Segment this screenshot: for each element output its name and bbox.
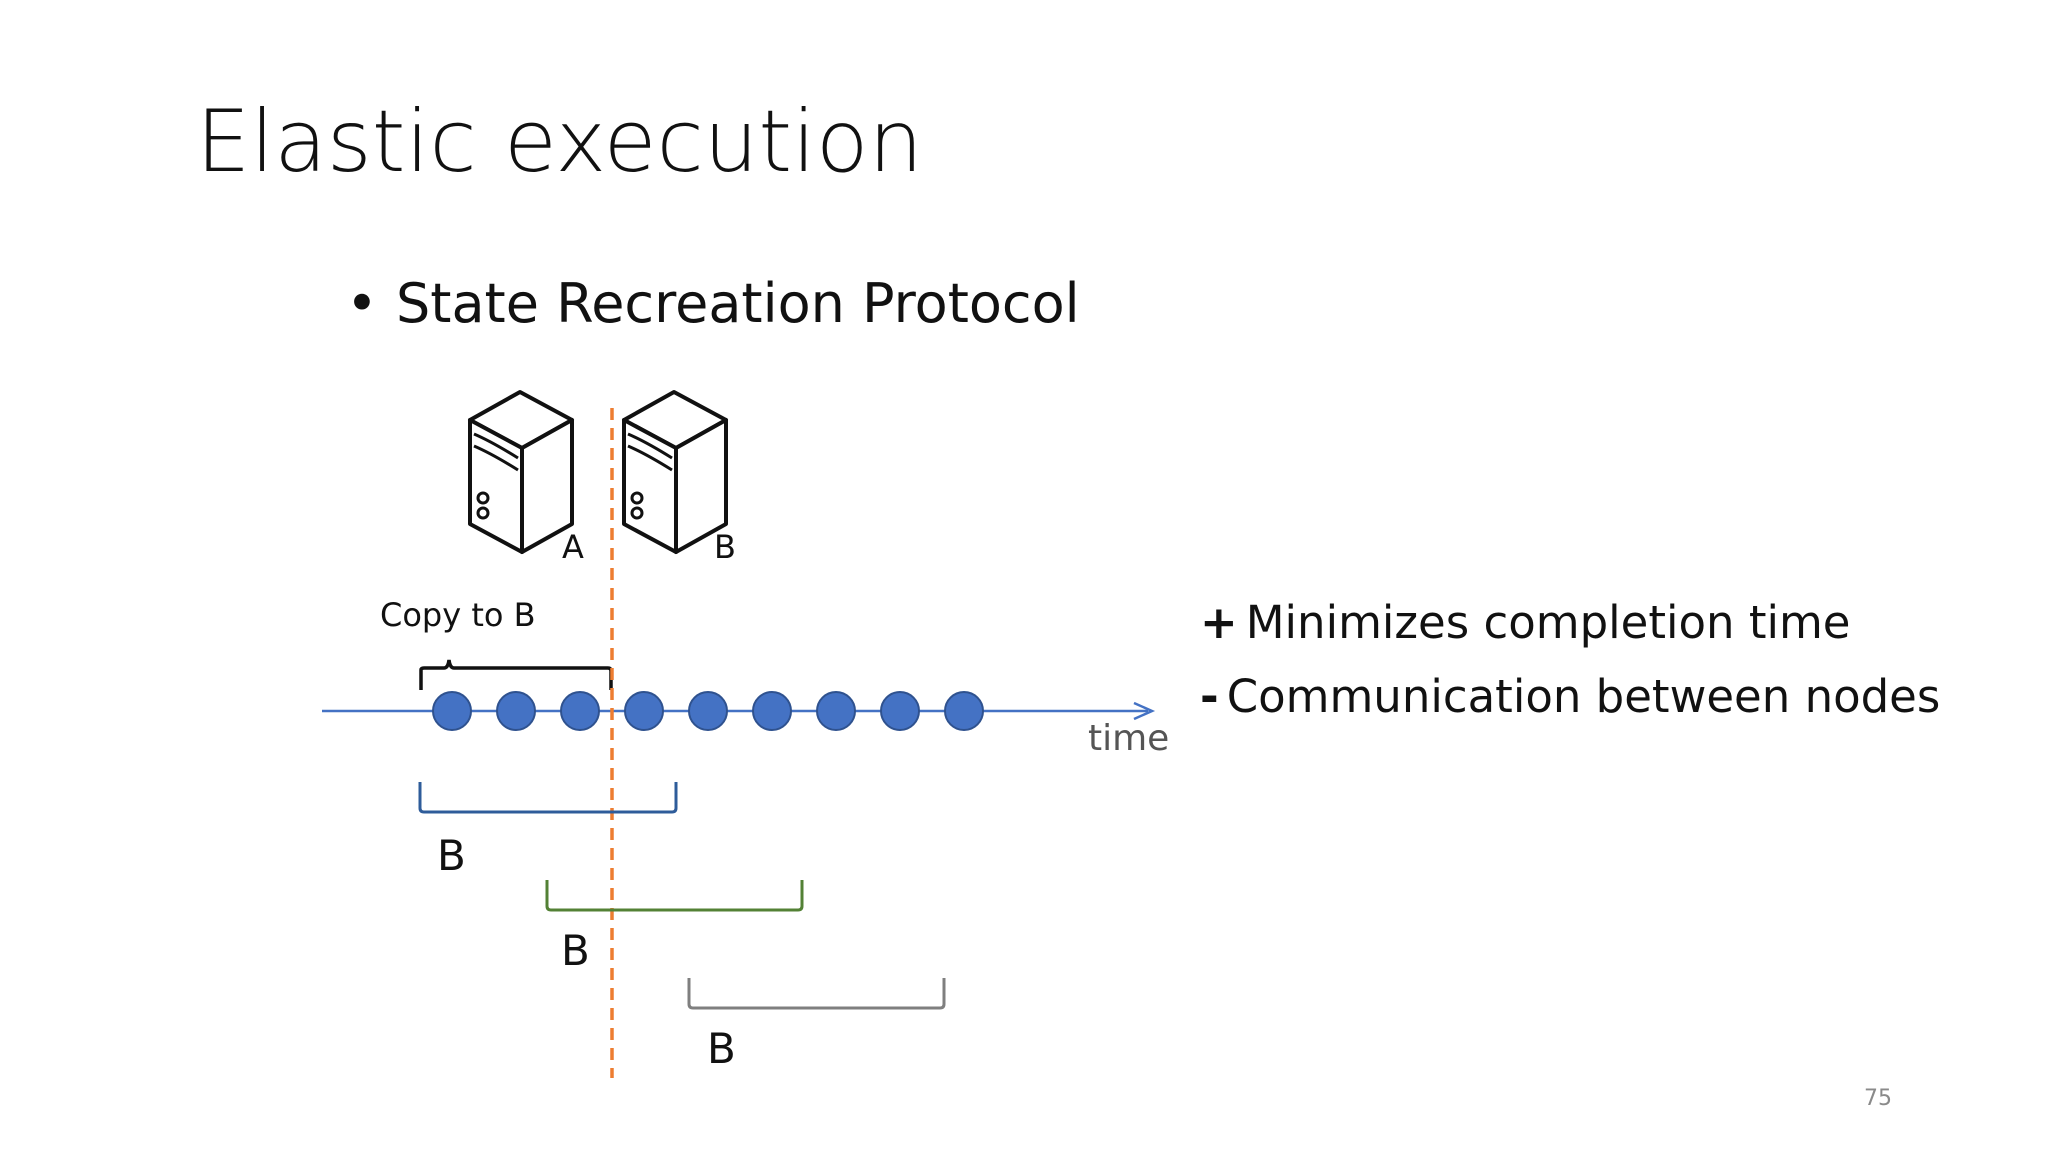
server-icon — [468, 390, 574, 554]
window-bracket-2 — [545, 880, 804, 912]
window-label-3: B — [707, 1024, 736, 1073]
bullet-text: State Recreation Protocol — [396, 272, 1080, 335]
time-label: time — [1088, 718, 1169, 759]
event-dot — [816, 691, 856, 731]
event-dot — [624, 691, 664, 731]
event-dot — [880, 691, 920, 731]
window-label-2: B — [561, 926, 590, 975]
timeline-arrowhead — [1133, 701, 1156, 721]
server-a-label: A — [562, 528, 584, 566]
slide-title: Elastic execution — [196, 92, 924, 192]
event-dot — [496, 691, 536, 731]
event-dot — [752, 691, 792, 731]
con-text: Communication between nodes — [1226, 670, 1941, 723]
bullet-marker: • — [346, 272, 378, 335]
server-icon — [622, 390, 728, 554]
con-sign: - — [1200, 670, 1219, 723]
copy-brace — [419, 659, 613, 690]
pro-sign: + — [1200, 596, 1238, 649]
pro-text: Minimizes completion time — [1245, 596, 1851, 649]
page-number: 75 — [1864, 1086, 1892, 1111]
con-item: -Communication between nodes — [1200, 670, 1940, 723]
event-dots — [432, 691, 984, 731]
event-dot — [560, 691, 600, 731]
window-label-1: B — [437, 831, 466, 880]
event-dot — [688, 691, 728, 731]
window-bracket-1 — [418, 782, 678, 814]
server-b-label: B — [714, 528, 736, 566]
event-dot — [432, 691, 472, 731]
window-bracket-3 — [687, 978, 946, 1010]
copy-label: Copy to B — [380, 596, 536, 634]
bullet-item: • State Recreation Protocol — [346, 272, 1080, 335]
event-dot — [944, 691, 984, 731]
pro-item: +Minimizes completion time — [1200, 596, 1851, 649]
